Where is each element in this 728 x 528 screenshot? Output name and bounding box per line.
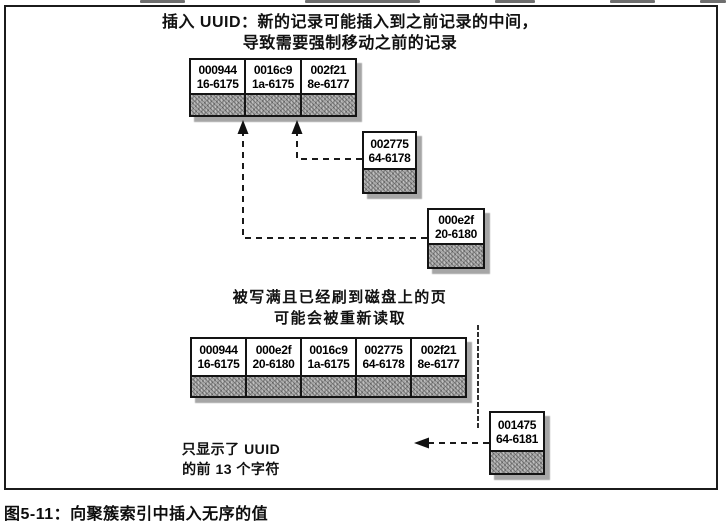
record-hatch [192,375,245,396]
page-cell: 002775 64-6178 [357,339,412,396]
page-cells: 000944 16-6175 0016c9 1a-6175 002f21 8e-… [191,60,355,115]
record-uuid: 000944 [199,343,238,357]
record-value: 002f21 8e-6177 [302,60,355,93]
record-uuid: 0016c9 [309,343,348,357]
page-cell: 0016c9 1a-6175 [302,339,357,396]
record-value: 002775 64-6178 [357,339,410,375]
record-hatch [412,375,465,396]
record-uuid: 002775 [370,136,409,151]
page-cells: 001475 64-6181 [491,413,543,473]
figure-caption: 图5-11：向聚簇索引中插入无序的值 [4,506,269,523]
page-cell: 000944 16-6175 [192,339,247,396]
record-hatch [357,375,410,396]
record-value: 002775 64-6178 [364,133,415,168]
scan-artifact [700,0,726,3]
incoming-record-000e2f: 000e2f 20-6180 [427,208,485,269]
record-uuid: 0016c9 [253,62,293,77]
page-cell: 000e2f 20-6180 [429,210,483,267]
record-suffix: 1a-6175 [252,76,294,91]
record-suffix: 8e-6177 [307,76,350,91]
record-value: 000944 16-6175 [192,339,245,375]
record-uuid: 000e2f [438,212,474,227]
record-value: 0016c9 1a-6175 [246,60,299,93]
record-value: 0016c9 1a-6175 [302,339,355,375]
scan-artifact [305,0,420,3]
record-value: 000e2f 20-6180 [429,210,483,243]
record-hatch [247,375,300,396]
record-suffix: 20-6180 [435,226,477,241]
diagram-frame [4,5,718,490]
record-suffix: 64-6178 [368,150,411,165]
incoming-record-001475: 001475 64-6181 [489,411,545,475]
record-suffix: 16-6175 [197,357,240,371]
page-cells: 002775 64-6178 [364,133,415,192]
page-cell: 000944 16-6175 [191,60,247,115]
record-uuid: 002775 [364,343,403,357]
middle-annotation-line1: 被写满且已经刷到磁盘上的页 [232,289,448,306]
record-hatch [191,93,245,115]
record-value: 002f21 8e-6177 [412,339,465,375]
uuid-page-reloaded: 000944 16-6175 000e2f 20-6180 0016c9 1a-… [190,337,467,398]
page-cell: 002f21 8e-6177 [412,339,465,396]
record-uuid: 000e2f [255,343,292,357]
top-annotation-line2: 导致需要强制移动之前的记录 [242,35,458,52]
page-cell: 001475 64-6181 [491,413,543,473]
page-cell: 002f21 8e-6177 [301,60,355,115]
scan-artifact [495,0,535,3]
record-hatch [246,93,300,115]
record-uuid: 001475 [497,417,537,432]
record-value: 000944 16-6175 [191,60,244,93]
page-cell: 002775 64-6178 [364,133,415,192]
record-hatch [429,243,483,267]
record-suffix: 64-6181 [496,431,538,446]
note-annotation: 只显示了 UUID 的前 13 个字符 [136,439,326,479]
uuid-page-initial: 000944 16-6175 0016c9 1a-6175 002f21 8e-… [189,58,357,117]
middle-annotation-line2: 可能会被重新读取 [273,310,406,327]
record-hatch [301,93,355,115]
top-annotation: 插入 UUID：新的记录可能插入到之前记录的中间， 导致需要强制移动之前的记录 [150,12,550,54]
middle-annotation: 被写满且已经刷到磁盘上的页 可能会被重新读取 [190,287,490,329]
page-cell: 000e2f 20-6180 [247,339,302,396]
note-annotation-line1: 只显示了 UUID [181,441,281,457]
record-suffix: 20-6180 [252,357,295,371]
record-hatch [364,168,415,192]
record-suffix: 1a-6175 [307,357,350,371]
record-uuid: 002f21 [310,62,347,77]
scan-artifact [140,0,185,3]
record-suffix: 16-6175 [196,76,239,91]
record-value: 000e2f 20-6180 [247,339,300,375]
page-cell: 0016c9 1a-6175 [246,60,302,115]
record-value: 001475 64-6181 [491,413,543,450]
page-cells: 000e2f 20-6180 [429,210,483,267]
record-suffix: 8e-6177 [417,357,460,371]
record-hatch [491,450,543,473]
top-annotation-line1: 插入 UUID：新的记录可能插入到之前记录的中间， [161,14,539,31]
record-uuid: 002f21 [420,343,457,357]
page-cells: 000944 16-6175 000e2f 20-6180 0016c9 1a-… [192,339,465,396]
record-suffix: 64-6178 [362,357,405,371]
record-hatch [302,375,355,396]
note-annotation-line2: 的前 13 个字符 [182,461,280,477]
scan-artifact [610,0,655,3]
record-uuid: 000944 [198,62,238,77]
incoming-record-002775: 002775 64-6178 [362,131,417,194]
